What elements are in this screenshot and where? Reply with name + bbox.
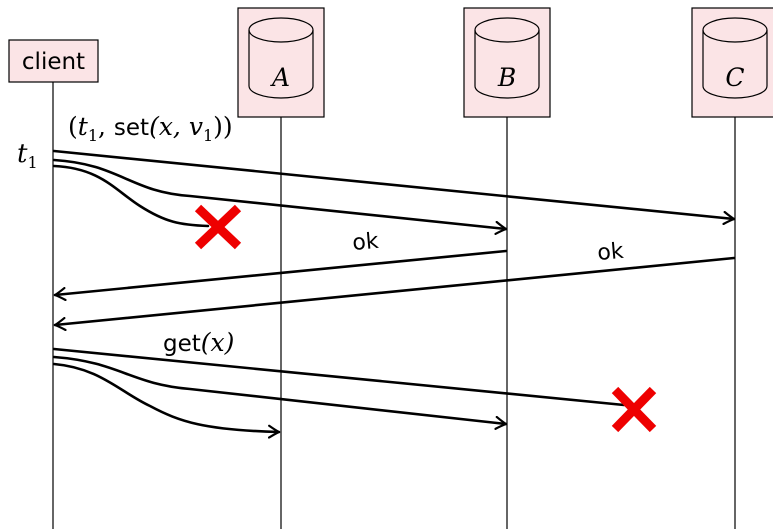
node-c-label: C [725, 63, 744, 92]
ok-label-b: ok [351, 229, 380, 256]
node-b-label: B [497, 63, 516, 92]
ok-label-c: ok [596, 239, 625, 266]
set-message-to-b [52, 158, 506, 229]
node-a-label: A [270, 63, 290, 92]
database-icon [248, 17, 314, 99]
node-c: C [691, 7, 773, 118]
database-icon [702, 17, 768, 99]
ok-reply-from-b [55, 249, 508, 295]
node-b: B [463, 7, 551, 118]
node-a: A [237, 7, 325, 118]
get-message-to-b [52, 355, 506, 424]
get-message-to-a [52, 362, 281, 432]
set-message-to-a-lost [52, 164, 210, 228]
database-icon [474, 17, 540, 99]
set-request-label: (t1, set(x, v1)) [68, 112, 233, 145]
get-request-label: get(x) [163, 328, 234, 357]
message-lost-cross-icon [611, 386, 657, 433]
client-label: client [22, 49, 85, 75]
client-participant: client [8, 39, 99, 83]
ok-reply-from-c [55, 256, 736, 325]
message-lost-cross-icon [194, 204, 242, 250]
set-message-to-c [52, 149, 734, 219]
get-message-to-c-lost [52, 347, 626, 407]
time-label: t1 [17, 139, 38, 172]
